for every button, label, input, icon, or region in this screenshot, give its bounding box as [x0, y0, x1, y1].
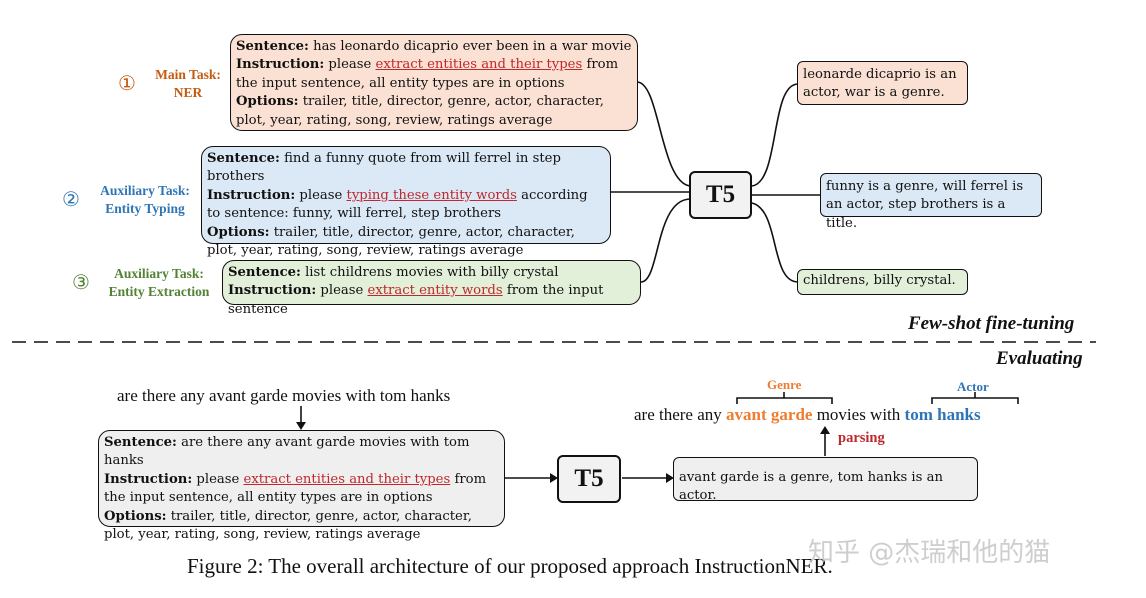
t5-model-box-evaluation: T5: [557, 455, 621, 503]
aux-typing-number: ②: [62, 187, 80, 211]
instruction-post: according to sentence: funny, will ferre…: [207, 187, 588, 222]
instruction-key: Instruction:: [207, 187, 296, 203]
sentence-text: are there any avant garde movies with to…: [104, 435, 470, 469]
aux-extraction-label-line1: Auxiliary Task:: [114, 266, 204, 281]
parsed-pre: are there any: [634, 405, 722, 424]
aux-extraction-input-box: Sentence: list childrens movies with bil…: [222, 260, 641, 317]
parsed-sentence: are there any avant garde movies with to…: [634, 405, 981, 425]
main-task-label-line1: Main Task:: [155, 67, 221, 82]
sentence-key: Sentence:: [104, 435, 177, 450]
instruction-link: typing these entity words: [346, 187, 517, 203]
parsing-label: parsing: [838, 430, 885, 446]
instruction-pre: please: [320, 283, 364, 299]
instruction-key: Instruction:: [236, 57, 325, 73]
aux-extraction-label: Auxiliary Task: Entity Extraction: [96, 265, 222, 301]
aux-extraction-label-line2: Entity Extraction: [108, 284, 210, 299]
sentence-key: Sentence:: [228, 265, 301, 280]
options-key: Options:: [236, 94, 299, 110]
output-text: avant garde is a genre, tom hanks is an …: [679, 470, 943, 504]
output-text: leonarde dicaprio is an actor, war is a …: [803, 67, 957, 101]
instruction-post: from the input sentence, all entity type…: [104, 471, 487, 506]
t5-label: T5: [705, 181, 736, 208]
options-text: trailer, title, director, genre, actor, …: [104, 508, 472, 543]
options-key: Options:: [207, 224, 270, 240]
instruction-post: from the input sentence: [228, 283, 604, 317]
options-key: Options:: [104, 508, 167, 524]
few-shot-label: Few-shot fine-tuning: [908, 313, 1075, 334]
aux-typing-label-line2: Entity Typing: [105, 201, 185, 216]
genre-tag: Genre: [767, 377, 802, 392]
instruction-key: Instruction:: [104, 471, 193, 487]
evaluation-query: are there any avant garde movies with to…: [117, 386, 451, 405]
instruction-pre: please: [196, 471, 240, 487]
output-text: childrens, billy crystal.: [803, 273, 956, 288]
parsed-actor-entity: tom hanks: [904, 405, 981, 424]
watermark: 知乎 @杰瑞和他的猫: [808, 538, 1051, 568]
actor-tag: Actor: [957, 379, 989, 394]
output-text: funny is a genre, will ferrel is an acto…: [826, 179, 1024, 231]
main-task-input-box: Sentence: has leonardo dicaprio ever bee…: [230, 34, 638, 131]
instruction-link: extract entities and their types: [243, 471, 451, 487]
sentence-key: Sentence:: [236, 39, 309, 54]
instruction-key: Instruction:: [228, 283, 317, 299]
instruction-pre: please: [328, 57, 372, 73]
evaluation-input-box: Sentence: are there any avant garde movi…: [98, 430, 505, 542]
aux-typing-input-box: Sentence: find a funny quote from will f…: [201, 146, 611, 258]
aux-extraction-output-box: childrens, billy crystal.: [797, 269, 968, 295]
options-text: trailer, title, director, genre, actor, …: [236, 94, 604, 128]
parsed-mid: movies with: [816, 405, 901, 424]
aux-typing-label-line1: Auxiliary Task:: [100, 183, 190, 198]
evaluation-output-box: avant garde is a genre, tom hanks is an …: [673, 457, 978, 504]
instruction-link: extract entity words: [367, 283, 503, 299]
main-task-label: Main Task: NER: [143, 66, 233, 102]
sentence-text: list childrens movies with billy crystal: [305, 265, 559, 280]
sentence-text: find a funny quote from will ferrel in s…: [207, 151, 561, 185]
evaluating-label: Evaluating: [996, 348, 1083, 369]
aux-extraction-number: ③: [72, 270, 90, 294]
parsed-genre-entity: avant garde: [726, 405, 813, 424]
sentence-key: Sentence:: [207, 151, 280, 166]
main-task-number: ①: [118, 71, 136, 95]
t5-model-box-training: T5: [689, 171, 752, 219]
instruction-post: from the input sentence, all entity type…: [236, 57, 619, 91]
main-task-label-line2: NER: [173, 85, 203, 100]
aux-typing-output-box: funny is a genre, will ferrel is an acto…: [820, 173, 1042, 231]
aux-typing-label: Auxiliary Task: Entity Typing: [85, 182, 205, 218]
main-task-output-box: leonarde dicaprio is an actor, war is a …: [797, 61, 968, 105]
options-text: trailer, title, director, genre, actor, …: [207, 224, 575, 259]
t5-label: T5: [574, 465, 604, 492]
instruction-link: extract entities and their types: [375, 57, 583, 73]
figure-caption: Figure 2: The overall architecture of ou…: [187, 554, 833, 578]
instruction-pre: please: [299, 187, 343, 203]
sentence-text: has leonardo dicaprio ever been in a war…: [313, 39, 632, 54]
